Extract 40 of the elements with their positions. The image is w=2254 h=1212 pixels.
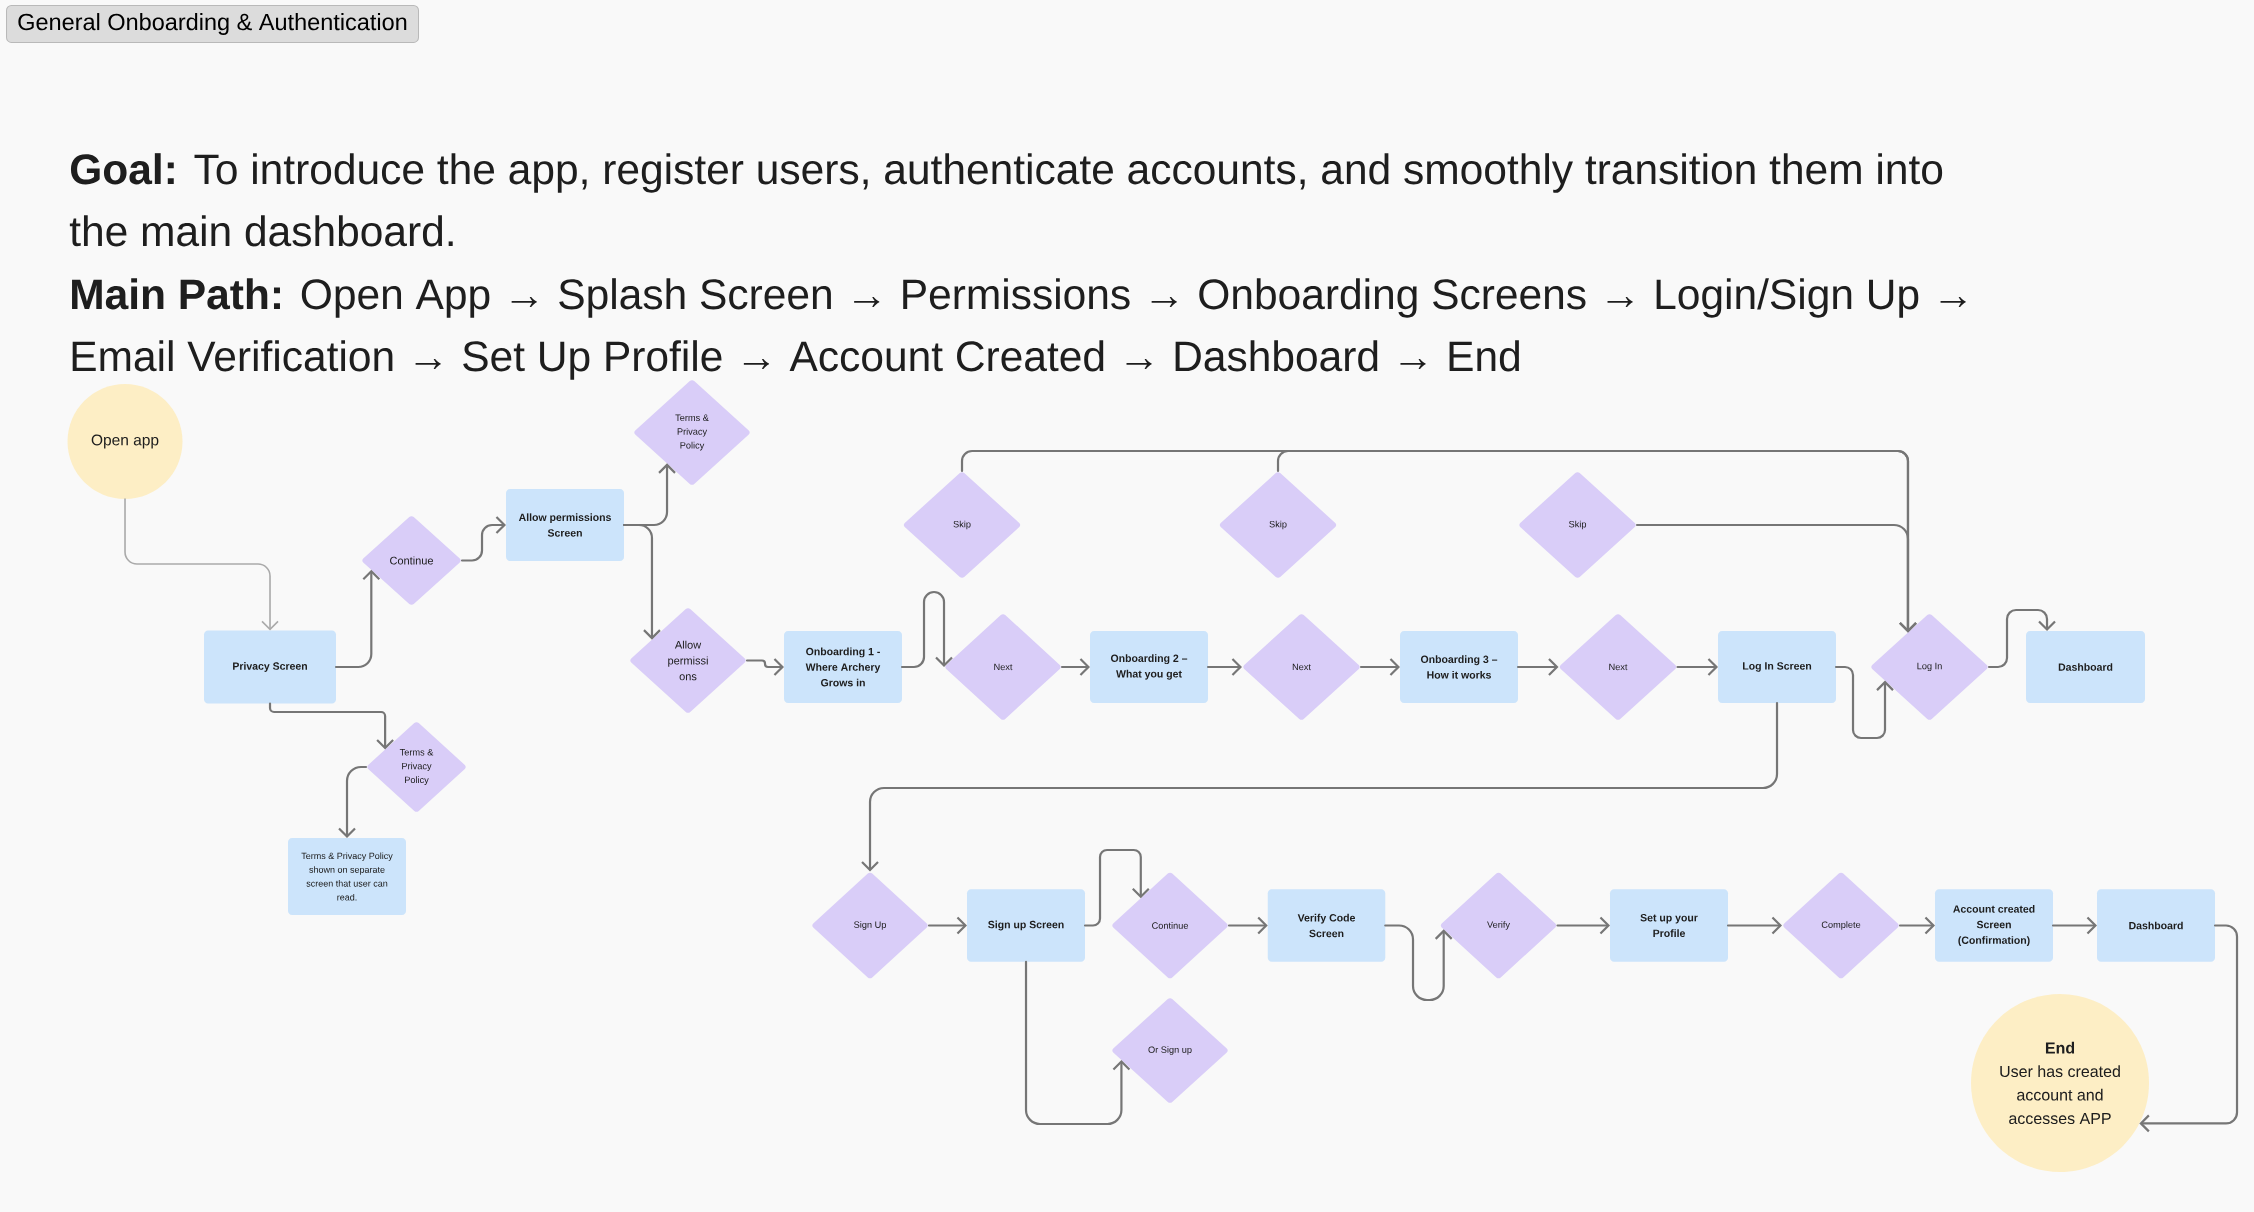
screen-box: Onboarding 2 – What you get <box>1090 631 1208 703</box>
arrow <box>1206 658 1242 676</box>
arrow <box>861 701 1779 872</box>
screen-box: Onboarding 3 – How it works <box>1400 631 1518 703</box>
screen-box: Dashboard <box>2026 631 2145 703</box>
screen-box: Allow permissions Screen <box>506 489 624 561</box>
title-tag: General Onboarding & Authentication <box>6 5 419 43</box>
screen-box: Verify Code Screen <box>1267 889 1386 962</box>
arrow <box>1556 916 1610 935</box>
screen-box: Onboarding 1 - Where Archery Grows in <box>784 631 902 703</box>
main-path-text: Main Path: Open App → Splash Screen → Permissions → Onboarding Screens → Login/Sign Up → Email Verification → Set Up Profile → Account Created → Dashboard → End <box>72 278 1966 380</box>
screen-box: Privacy Screen <box>204 630 336 704</box>
screen-box: Dashboard <box>2097 889 2215 962</box>
arrow <box>1676 658 1718 676</box>
arrow <box>2051 916 2097 935</box>
screen-box: Sign up Screen <box>967 889 1085 962</box>
screen-box: Log In Screen <box>1718 631 1836 703</box>
arrow <box>1060 658 1090 676</box>
screen-box: Set up your Profile <box>1610 889 1728 962</box>
arrow <box>1987 608 2056 669</box>
arrow <box>334 569 381 669</box>
arrow <box>338 765 368 838</box>
arrow <box>927 916 967 935</box>
arrow <box>1083 848 1150 927</box>
arrow <box>268 702 394 750</box>
arrow <box>1024 960 1131 1126</box>
note-box: Terms & Privacy Policy shown on separate screen that user can read. <box>288 838 406 915</box>
arrow <box>1516 658 1559 676</box>
arrow <box>1227 916 1268 935</box>
goal-text: Goal: To introduce the app, register users, authenticate accounts, and smoothly transition them into the main dashboard. <box>69 153 1943 247</box>
arrow <box>622 523 661 640</box>
arrow <box>124 498 279 631</box>
arrow <box>1834 665 1894 740</box>
arrow <box>460 516 506 562</box>
arrow <box>1635 523 1917 633</box>
arrow <box>1898 916 1935 935</box>
arrow <box>745 658 784 676</box>
arrow <box>1359 658 1400 676</box>
arrow <box>1726 916 1782 935</box>
screen-box: Account created Screen (Confirmation) <box>1935 889 2053 962</box>
